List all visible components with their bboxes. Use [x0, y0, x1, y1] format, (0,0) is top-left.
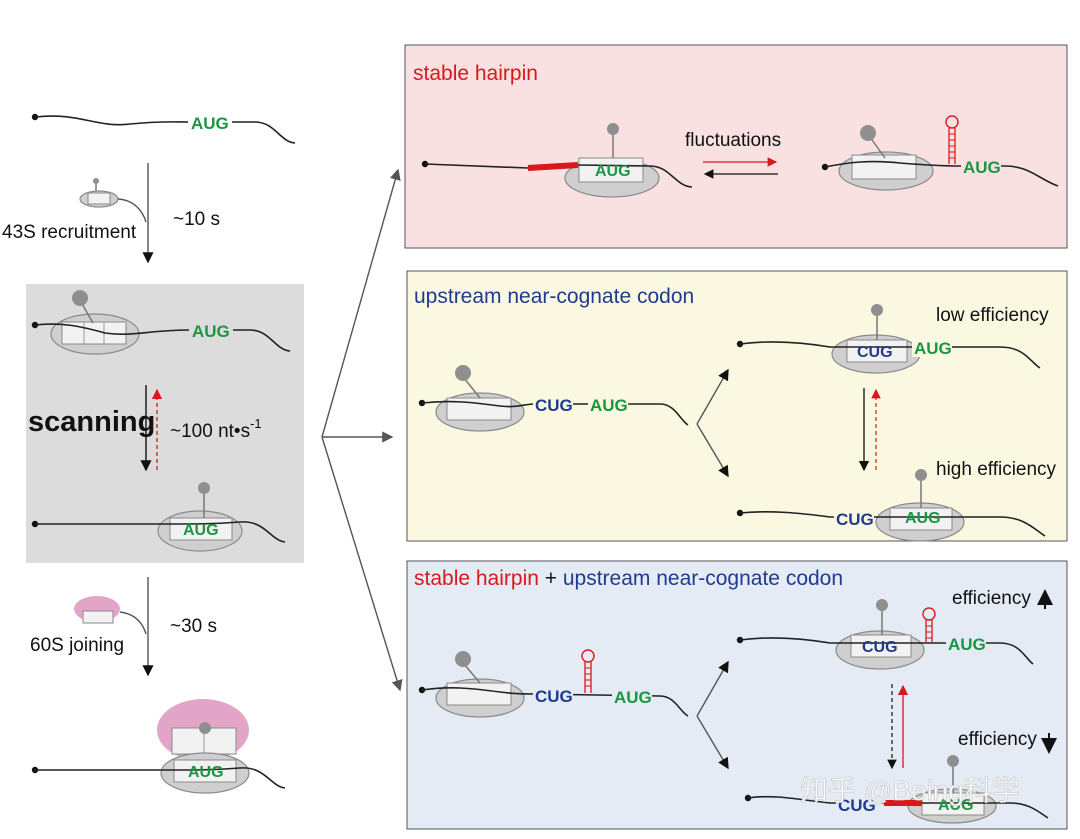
scanning-complex-at-aug: AUG — [31, 482, 286, 552]
step-60s-label: 60S joining — [30, 635, 124, 656]
hairpin-panel — [404, 44, 1068, 249]
aug-codon-label: AUG — [192, 322, 230, 341]
cug-codon-label: CUG — [857, 344, 893, 361]
branch-arrow-both — [321, 436, 403, 692]
combined-cug-complex: CUG AUG — [736, 599, 1034, 670]
aug-codon-label: AUG — [191, 114, 229, 133]
split-arrow-up — [696, 368, 729, 425]
scanning-rate: ~100 nt•s-1 — [170, 416, 262, 442]
cug-initiation-complex: CUG AUG — [736, 304, 1041, 374]
combined-panel-title: stable hairpin + upstream near-cognate c… — [414, 567, 843, 590]
cug-codon-label: CUG — [535, 687, 573, 706]
scanning-complex-start: AUG — [31, 290, 291, 355]
aug-initiation-complex: CUG AUG — [736, 469, 1046, 542]
step-43s-label: 43S recruitment — [2, 222, 137, 243]
cug-codon-label: CUG — [838, 796, 876, 815]
aug-codon-label: AUG — [614, 688, 652, 707]
free-mrna: AUG — [31, 112, 296, 144]
aug-codon-label: AUG — [938, 797, 974, 814]
split-arrow-down — [696, 423, 729, 478]
hairpin-panel-title: stable hairpin — [413, 62, 538, 85]
combined-scanning-complex: CUG AUG — [418, 649, 689, 718]
hairpin-refolded-complex: AUG — [821, 115, 1059, 191]
aug-codon-label: AUG — [914, 339, 952, 358]
efficiency-down-label: efficiency — [958, 729, 1037, 750]
scanning-label: scanning — [28, 406, 155, 438]
small-subunit-icon — [79, 178, 119, 208]
aug-codon-label: AUG — [590, 396, 628, 415]
hairpin-stalled-complex: AUG — [421, 123, 693, 198]
cognate-panel-title: upstream near-cognate codon — [414, 285, 694, 308]
aug-codon-label: AUG — [595, 163, 631, 180]
fluctuations-label: fluctuations — [685, 130, 781, 151]
cognate-scanning-complex: CUG AUG — [418, 365, 689, 432]
aug-codon-label: AUG — [948, 635, 986, 654]
high-efficiency-label: high efficiency — [936, 459, 1057, 480]
efficiency-up-label: efficiency — [952, 588, 1031, 609]
low-efficiency-label: low efficiency — [936, 305, 1049, 326]
aug-codon-label: AUG — [183, 522, 219, 539]
aug-codon-label: AUG — [963, 158, 1001, 177]
80s-ribosome: AUG — [31, 699, 286, 794]
large-subunit-icon — [74, 596, 120, 624]
cug-codon-label: CUG — [836, 510, 874, 529]
step-60s-time: ~30 s — [170, 616, 217, 637]
cug-codon-label: CUG — [862, 639, 898, 656]
aug-codon-label: AUG — [905, 510, 941, 527]
aug-codon-label: AUG — [188, 764, 224, 781]
branch-arrow-hairpin — [321, 168, 401, 438]
split-arrow-down — [696, 715, 729, 770]
watermark-text: 知乎 @Being科学 — [800, 775, 1020, 806]
split-arrow-up — [696, 660, 729, 717]
combined-aug-complex: CUG AUG — [744, 755, 1049, 824]
cug-codon-label: CUG — [535, 396, 573, 415]
step-43s-time: ~10 s — [173, 209, 220, 230]
